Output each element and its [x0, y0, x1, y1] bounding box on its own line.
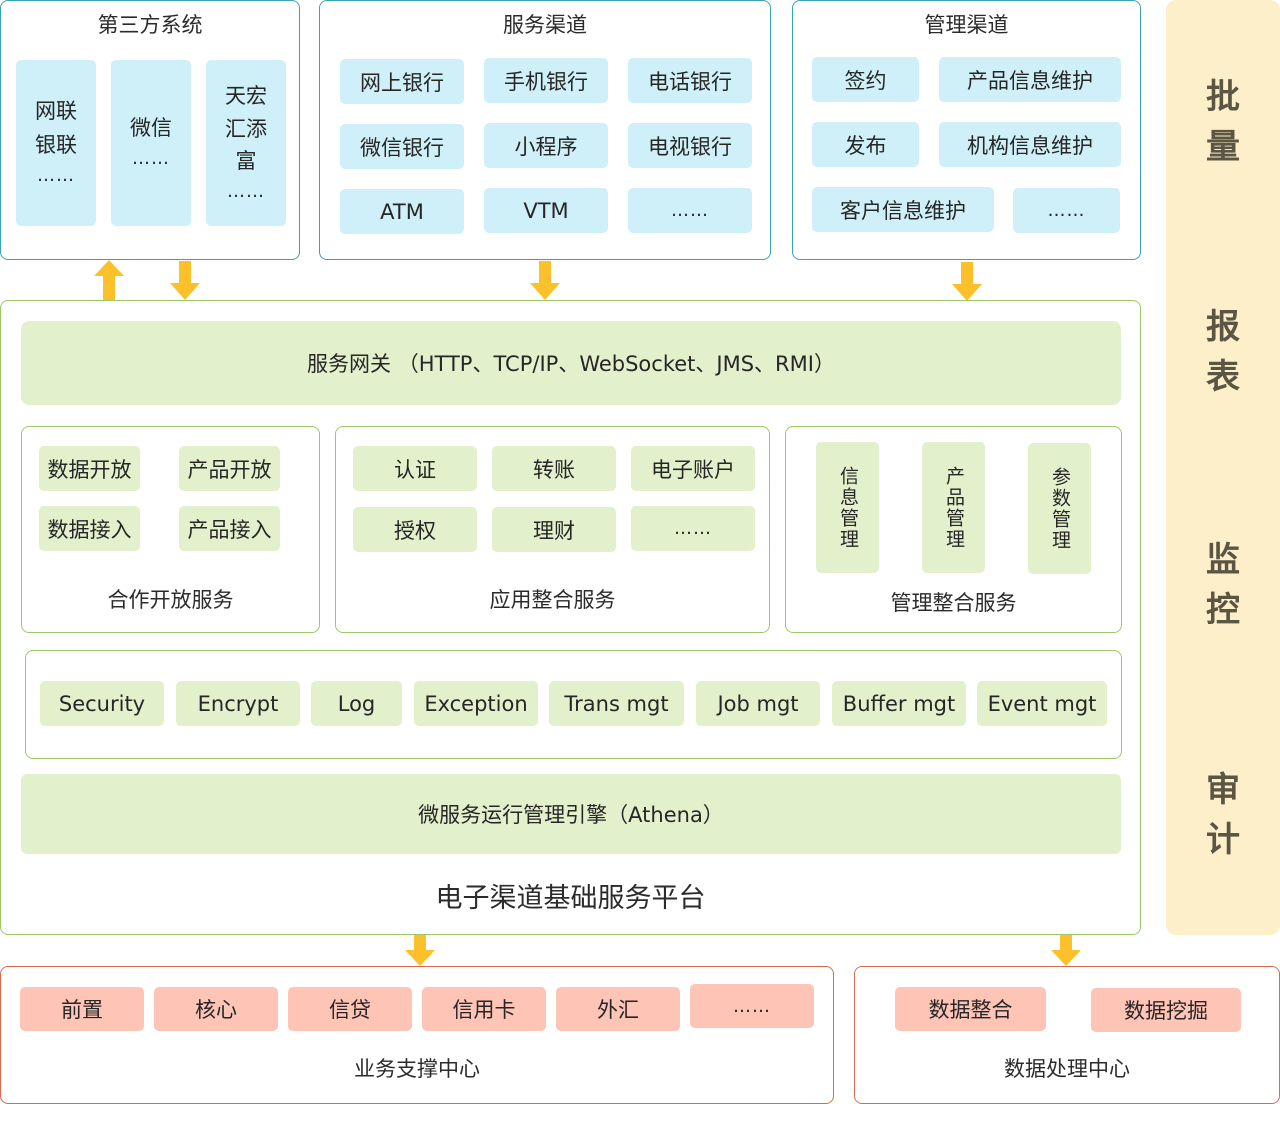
mgmt-product-info[interactable]: 产品信息维护 — [939, 57, 1121, 102]
athena-engine[interactable]: 微服务运行管理引擎（Athena） — [21, 774, 1121, 854]
channel-vtm[interactable]: VTM — [484, 188, 608, 233]
mgmt-product-label: 产品管理 — [943, 465, 965, 550]
mgmt-param-label: 参数管理 — [1049, 466, 1071, 551]
app-transfer[interactable]: 转账 — [492, 446, 616, 491]
channel-wechat-banking[interactable]: 微信银行 — [340, 124, 464, 169]
business-center-title: 业务支撑中心 — [354, 1057, 480, 1081]
biz-more[interactable]: …… — [690, 984, 814, 1028]
label-char: 量 — [1206, 127, 1240, 167]
component-buffer-mgt[interactable]: Buffer mgt — [832, 681, 966, 726]
open-services-panel: 数据开放 产品开放 数据接入 产品接入 合作开放服务 — [21, 426, 320, 633]
mgmt-services-panel: 信息管理 产品管理 参数管理 管理整合服务 — [785, 426, 1122, 633]
open-data-open[interactable]: 数据开放 — [39, 446, 140, 491]
service-channels-title: 服务渠道 — [503, 13, 587, 37]
open-services-title: 合作开放服务 — [107, 588, 234, 612]
label-char: 报 — [1206, 307, 1240, 347]
mgmt-info-label: 信息管理 — [837, 465, 859, 550]
third-party-item-wanglian[interactable]: 网联 银联 …… — [16, 60, 96, 226]
sidebar-audit[interactable]: 审 计 — [1166, 765, 1280, 865]
biz-forex[interactable]: 外汇 — [556, 987, 680, 1031]
cross-cutting-sidebar: 批 量 报 表 监 控 审 计 — [1166, 0, 1280, 935]
mgmt-org-info[interactable]: 机构信息维护 — [939, 122, 1121, 167]
app-services-panel: 认证 转账 电子账户 授权 理财 …… 应用整合服务 — [335, 426, 770, 633]
mgmt-services-title: 管理整合服务 — [890, 591, 1017, 615]
component-trans-mgt[interactable]: Trans mgt — [549, 681, 684, 726]
open-product-access[interactable]: 产品接入 — [179, 506, 280, 551]
more-ellipsis: …… — [37, 165, 75, 187]
service-gateway[interactable]: 服务网关 （HTTP、TCP/IP、WebSocket、JMS、RMI） — [21, 321, 1121, 405]
component-encrypt[interactable]: Encrypt — [176, 681, 300, 726]
mgmt-customer-info[interactable]: 客户信息维护 — [812, 187, 994, 232]
open-data-access[interactable]: 数据接入 — [39, 506, 140, 551]
platform-title: 电子渠道基础服务平台 — [435, 883, 706, 914]
data-center-panel: 数据整合 数据挖掘 数据处理中心 — [854, 966, 1280, 1104]
item-line: 微信 — [130, 115, 172, 140]
arrow-down-icon — [530, 261, 560, 301]
platform-panel: 服务网关 （HTTP、TCP/IP、WebSocket、JMS、RMI） 数据开… — [0, 300, 1141, 935]
sidebar-report[interactable]: 报 表 — [1166, 302, 1280, 402]
mgmt-more[interactable]: …… — [1013, 188, 1120, 233]
component-security[interactable]: Security — [40, 681, 164, 726]
component-event-mgt[interactable]: Event mgt — [977, 681, 1107, 726]
third-party-item-wechat[interactable]: 微信 …… — [111, 60, 191, 226]
item-line: 天宏 — [225, 84, 267, 109]
arrow-down-icon — [1051, 935, 1081, 967]
third-party-panel: 第三方系统 网联 银联 …… 微信 …… 天宏 汇添 富 …… — [0, 0, 300, 260]
channel-atm[interactable]: ATM — [340, 189, 464, 234]
mgmt-param[interactable]: 参数管理 — [1028, 443, 1091, 574]
biz-credit[interactable]: 信贷 — [288, 987, 412, 1031]
label-char: 表 — [1206, 357, 1240, 397]
biz-credit-card[interactable]: 信用卡 — [422, 987, 546, 1031]
component-exception[interactable]: Exception — [414, 681, 538, 726]
component-log[interactable]: Log — [311, 681, 402, 726]
channel-mobile-banking[interactable]: 手机银行 — [484, 58, 608, 103]
third-party-item-tianhong[interactable]: 天宏 汇添 富 …… — [206, 60, 286, 226]
sidebar-batch[interactable]: 批 量 — [1166, 72, 1280, 172]
management-channels-title: 管理渠道 — [924, 13, 1009, 37]
mgmt-sign[interactable]: 签约 — [812, 57, 919, 102]
arrow-down-icon — [170, 261, 200, 301]
app-auth[interactable]: 认证 — [353, 446, 477, 491]
item-line: 富 — [235, 149, 257, 174]
app-e-account[interactable]: 电子账户 — [631, 446, 755, 491]
more-ellipsis: …… — [227, 180, 265, 202]
sidebar-monitor[interactable]: 监 控 — [1166, 535, 1280, 635]
biz-core[interactable]: 核心 — [154, 987, 278, 1031]
business-center-panel: 前置 核心 信贷 信用卡 外汇 …… 业务支撑中心 — [0, 966, 834, 1104]
third-party-title: 第三方系统 — [97, 13, 203, 37]
management-channels-panel: 管理渠道 签约 产品信息维护 发布 机构信息维护 客户信息维护 …… — [792, 0, 1141, 260]
app-wealth[interactable]: 理财 — [492, 507, 616, 552]
more-ellipsis: …… — [132, 148, 170, 170]
channel-phone-banking[interactable]: 电话银行 — [628, 58, 752, 103]
channel-mini-program[interactable]: 小程序 — [484, 123, 608, 168]
data-center-title: 数据处理中心 — [1004, 1057, 1130, 1081]
app-services-title: 应用整合服务 — [489, 588, 616, 612]
arrow-down-icon — [405, 935, 435, 967]
service-channels-panel: 服务渠道 网上银行 手机银行 电话银行 微信银行 小程序 电视银行 ATM VT… — [319, 0, 771, 260]
channel-more[interactable]: …… — [628, 188, 752, 233]
arrow-down-icon — [952, 262, 982, 302]
component-job-mgt[interactable]: Job mgt — [696, 681, 820, 726]
label-char: 批 — [1206, 77, 1240, 117]
label-char: 审 — [1206, 770, 1240, 810]
mgmt-product[interactable]: 产品管理 — [922, 442, 985, 573]
label-char: 计 — [1206, 820, 1240, 860]
label-char: 监 — [1206, 540, 1240, 580]
item-line: 银联 — [35, 132, 77, 157]
common-components-panel: Security Encrypt Log Exception Trans mgt… — [25, 650, 1122, 759]
channel-online-banking[interactable]: 网上银行 — [340, 59, 464, 104]
app-more[interactable]: …… — [631, 506, 755, 551]
mgmt-publish[interactable]: 发布 — [812, 122, 919, 167]
mgmt-info[interactable]: 信息管理 — [816, 442, 879, 573]
label-char: 控 — [1206, 590, 1240, 630]
biz-front[interactable]: 前置 — [20, 987, 144, 1031]
channel-tv-banking[interactable]: 电视银行 — [628, 123, 752, 168]
app-authorize[interactable]: 授权 — [353, 507, 477, 552]
data-mining[interactable]: 数据挖掘 — [1091, 988, 1241, 1032]
open-product-open[interactable]: 产品开放 — [179, 446, 280, 491]
item-line: 汇添 — [225, 116, 267, 141]
arrow-up-icon — [94, 260, 124, 300]
data-integration[interactable]: 数据整合 — [895, 987, 1046, 1031]
item-line: 网联 — [35, 99, 77, 123]
